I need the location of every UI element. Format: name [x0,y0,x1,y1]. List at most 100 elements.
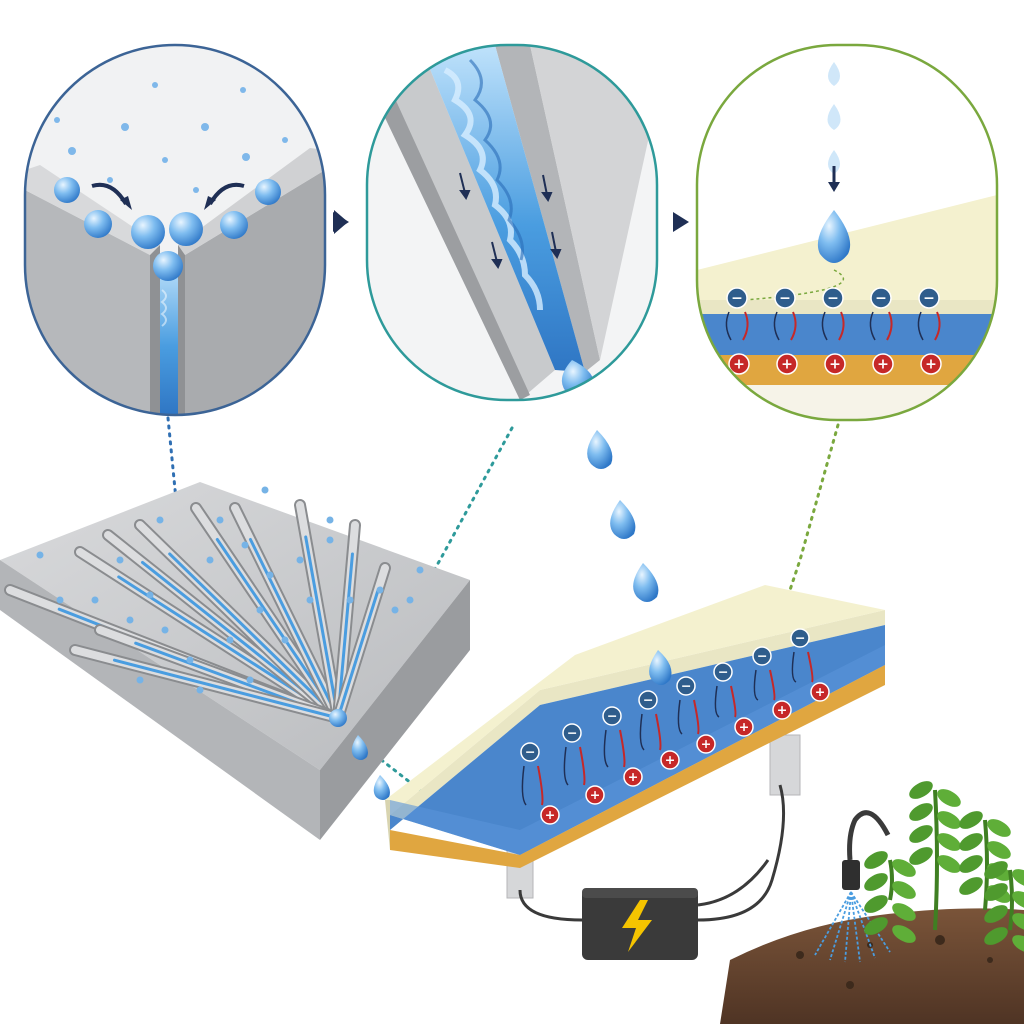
negative-charge: − [713,662,733,682]
negative-charges: −−−−− [726,287,940,309]
channel-water [112,658,340,720]
positive-charge: + [920,353,942,375]
arrow-icon [673,212,689,232]
flow-mark [773,311,780,341]
collector-surface [0,482,470,840]
flow-mark [742,311,749,341]
fog-droplet [241,541,249,549]
fog-droplet [246,676,254,684]
plant-leaf [984,861,1008,879]
negative-charge: − [774,287,796,309]
svg-text:−: − [827,291,839,307]
fog-droplet [216,516,224,524]
flow-mark [838,311,845,341]
svg-text:−: − [718,664,729,679]
plant-leaf [984,883,1008,901]
falling-droplets [827,62,841,174]
negative-charge: − [602,706,622,726]
svg-text:−: − [525,744,536,759]
outlet-drop [329,709,347,727]
positive-charge: + [623,767,643,787]
plant-leaf [864,851,888,869]
panel-channel-transport [365,43,659,402]
water-drop-icon [817,210,851,263]
negative-charge: − [752,646,772,666]
plant-leaf [892,881,916,899]
negative-charge: − [520,742,540,762]
channel-water [304,535,340,720]
negative-charge: − [676,676,696,696]
plant-stem [983,819,989,911]
flow-mark [769,669,776,701]
channel-water [336,589,380,720]
positive-charge: + [696,734,716,754]
flow-mark [807,651,814,683]
plant-leaf [864,873,888,891]
power-box [582,888,698,960]
flow-mark [677,699,683,735]
flow-mark [886,311,893,341]
positive-charge: + [810,682,830,702]
fog-droplet [186,656,194,664]
plant-leaf [959,855,983,873]
positive-charge: + [776,353,798,375]
svg-text:−: − [567,725,578,740]
flow-mark [821,311,828,341]
negative-charge: − [822,287,844,309]
plant-leaf [892,925,916,943]
svg-text:+: + [815,684,826,699]
fog-droplet [281,636,289,644]
positive-charge: + [728,353,750,375]
fog-droplet [326,536,334,544]
flow-mark [730,685,737,718]
panel-charge-flow [521,651,814,806]
positive-charge: + [772,700,792,720]
panel-negative-charges: −−−−−−−− [520,628,810,762]
positive-charge: + [660,750,680,770]
flow-mark [790,311,797,341]
flow-mark [869,311,876,341]
svg-text:−: − [757,648,768,663]
flow-mark [725,311,732,341]
plant-leaf [1012,891,1024,909]
fog-droplet [226,636,234,644]
flow-mark [563,746,569,786]
negative-charge: − [790,628,810,648]
flow-arrows [459,172,562,270]
flow-mark [693,699,700,735]
positive-charge: + [824,353,846,375]
positive-charges: +++++ [728,353,942,375]
plant-leaf [1012,913,1024,931]
falling-water-drops [351,430,659,800]
fog-droplet [346,596,354,604]
svg-text:−: − [731,291,743,307]
fog-droplet [326,516,334,524]
svg-text:+: + [545,807,556,822]
arrow-icon-shape [333,212,349,232]
fog-droplets [36,486,424,694]
flow-mark [579,746,586,786]
svg-text:−: − [923,291,935,307]
fog-droplet [91,596,99,604]
plant-leaf [864,917,888,935]
plant-leaf [984,905,1008,923]
svg-text:+: + [925,357,937,373]
positive-charge: + [540,805,560,825]
plant-leaf [892,903,916,921]
plant-leaf [892,859,916,877]
fog-droplet [296,556,304,564]
down-arrow-icon [828,166,840,192]
fog-droplet [161,626,169,634]
channel-water [248,538,340,720]
flow-mark [934,311,941,341]
plant-leaf [909,781,933,799]
plant-leaf [1012,869,1024,887]
flow-mark [655,713,662,751]
fog-droplet [136,676,144,684]
plant-leaf [909,825,933,843]
plant-leaf [864,895,888,913]
fog-droplet [56,596,64,604]
charge-flow-marks [725,311,941,341]
cables [518,784,786,922]
